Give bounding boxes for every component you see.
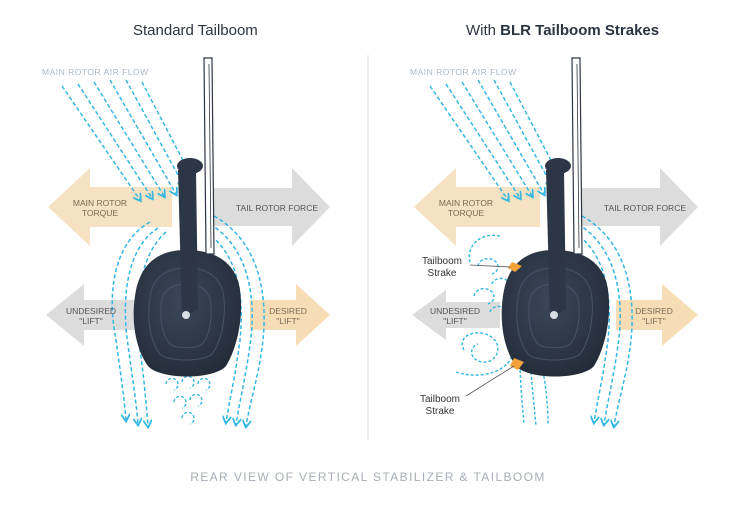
left-force-label: TAIL ROTOR FORCE	[235, 203, 319, 213]
left-panel-title: Standard Tailboom	[133, 22, 258, 39]
left-boom-center	[182, 311, 190, 319]
right-desired-label: DESIRED"LIFT"	[635, 306, 673, 326]
right-vertical-fin	[546, 170, 566, 318]
right-panel-title: With BLR Tailboom Strakes	[466, 22, 659, 39]
left-tail-rotor-hub	[177, 158, 203, 174]
left-undesired-lift-arrow	[46, 284, 142, 346]
left-airflow-lines	[61, 79, 188, 200]
right-airflow-label: MAIN ROTOR AIR FLOW	[410, 67, 517, 77]
diagram-caption: REAR VIEW OF VERTICAL STABILIZER & TAILB…	[190, 470, 546, 484]
right-tail-rotor-blade	[571, 57, 583, 255]
right-tail-rotor-hub	[545, 158, 571, 174]
right-undesired-label: UNDESIRED"LIFT"	[429, 306, 481, 326]
right-strake-upper-leader	[469, 264, 511, 268]
right-boom-center	[550, 311, 558, 319]
left-main-rotor-torque-arrow	[48, 168, 172, 246]
left-tail-rotor-blade	[203, 57, 215, 255]
left-airflow-label: MAIN ROTOR AIR FLOW	[42, 67, 149, 77]
left-panel	[46, 57, 330, 426]
right-title-bold: BLR Tailboom Strakes	[500, 22, 660, 39]
left-desired-lift-arrow	[250, 284, 330, 346]
right-airflow-lines	[429, 79, 556, 200]
left-undesired-label: UNDESIRED"LIFT"	[65, 306, 117, 326]
right-strake-lower-leader	[465, 365, 515, 397]
right-title-prefix: With	[466, 22, 501, 39]
right-panel	[412, 57, 698, 426]
right-tail-rotor-force-arrow	[578, 168, 698, 246]
right-airflow-around-boom	[573, 215, 633, 426]
right-undesired-lift-arrow	[412, 290, 500, 340]
right-force-label: TAIL ROTOR FORCE	[603, 203, 687, 213]
left-vortices	[165, 375, 211, 425]
right-main-rotor-torque-arrow	[414, 168, 540, 246]
left-desired-label: DESIRED"LIFT"	[269, 306, 307, 326]
right-strake-lower	[510, 358, 524, 370]
right-strake-upper	[508, 262, 522, 272]
left-tail-rotor-force-arrow	[210, 168, 330, 246]
left-vertical-fin	[178, 170, 198, 318]
right-desired-lift-arrow	[616, 284, 698, 346]
